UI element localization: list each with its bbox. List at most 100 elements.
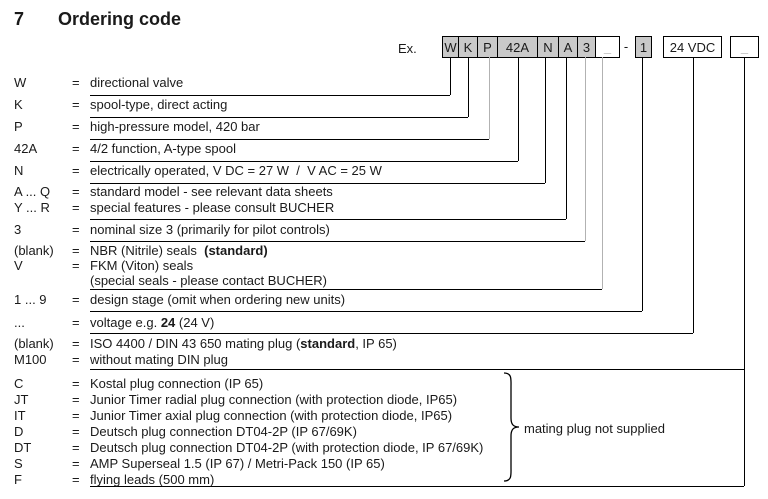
code-cell-a: A: [559, 37, 578, 57]
connector-line-voltage: [693, 57, 694, 333]
code-cell-k: K: [459, 37, 478, 57]
code-row-seal-nbr: (blank)=NBR (Nitrile) seals (standard): [14, 243, 268, 258]
row-desc: Junior Timer axial plug connection (with…: [90, 408, 453, 423]
row-label: M100: [14, 352, 47, 367]
row-label: (blank): [14, 243, 54, 258]
code-cell-p: P: [478, 37, 498, 57]
code-row-w: W = directional valve: [14, 75, 758, 90]
example-label: Ex.: [398, 41, 417, 56]
row-label: 42A: [14, 141, 38, 156]
equals-sign: =: [72, 258, 80, 273]
section-number: 7: [14, 9, 25, 29]
equals-sign: =: [72, 456, 80, 471]
row-desc: electrically operated, V DC = 27 W / V A…: [90, 163, 382, 178]
row-desc: standard model - see relevant data sheet…: [90, 184, 333, 199]
code-row-seal-fkm: V=FKM (Viton) seals: [14, 258, 758, 273]
ordering-code-group: W K P 42A N A 3 _: [442, 36, 620, 58]
code-row-jt: JT = Junior Timer radial plug connection (…: [14, 392, 758, 407]
row-label: W: [14, 75, 27, 90]
row-underline-w: [90, 95, 450, 96]
row-desc: voltage e.g.: [90, 315, 161, 330]
row-label: C: [14, 376, 24, 391]
row-label: F: [14, 472, 22, 487]
code-row-42a: 42A=4/2 function, A-type spool: [14, 141, 758, 156]
row-desc: NBR (Nitrile) seals: [90, 243, 205, 258]
equals-sign: =: [72, 392, 80, 407]
code-row-c: C=Kostal plug connection (IP 65): [14, 376, 758, 391]
connector-line-n: [545, 57, 546, 183]
equals-sign: =: [72, 336, 80, 351]
code-row-seal-note: (special seals - please contact BUCHER): [14, 273, 758, 288]
code-box-plug-blank: _: [730, 36, 759, 58]
row-desc: 4/2 function, A-type spool: [90, 141, 236, 156]
code-dash: -: [623, 39, 629, 54]
connector-line-seal: [602, 57, 603, 289]
row-label: 3: [14, 222, 22, 237]
row-underline-m100: [90, 369, 744, 370]
code-row-s: S=AMP Superseal 1.5 (IP 67) / Metri-Pack…: [14, 456, 758, 471]
row-label: ...: [14, 315, 25, 330]
row-underline-p: [90, 139, 489, 140]
row-desc: high-pressure model, 420 bar: [90, 119, 260, 134]
code-cell-42a: 42A: [498, 37, 538, 57]
equals-sign: =: [72, 243, 80, 258]
connector-line-3: [585, 57, 586, 241]
row-underline-design-stage: [90, 311, 642, 312]
row-label: DT: [14, 440, 32, 455]
connector-line-p: [489, 57, 490, 139]
equals-sign: =: [72, 200, 80, 215]
code-row-it: IT = Junior Timer axial plug connection (w…: [14, 408, 758, 423]
connector-line-w: [450, 57, 451, 95]
row-desc: directional valve: [90, 75, 184, 90]
row-desc: Deutsch plug connection DT04-2P (with pr…: [90, 440, 484, 455]
row-desc: nominal size 3 (primarily for pilot cont…: [90, 222, 330, 237]
page-title: Ordering code: [58, 9, 182, 29]
code-row-f: F=flying leads (500 mm): [14, 472, 758, 487]
row-label: N: [14, 163, 24, 178]
row-desc: ISO 4400 / DIN 43 650 mating plug (: [90, 336, 301, 351]
connector-line-design-stage: [642, 57, 643, 311]
row-underline-n: [90, 183, 545, 184]
row-desc: without mating DIN plug: [90, 352, 229, 367]
equals-sign: =: [72, 472, 80, 487]
code-cell-w: W: [443, 37, 459, 57]
equals-sign: =: [72, 440, 80, 455]
row-label: Y ... R: [14, 200, 50, 215]
row-underline-42a: [90, 161, 518, 162]
connector-line-k: [468, 57, 469, 117]
equals-sign: =: [72, 408, 80, 423]
code-box-voltage: 24 VDC: [663, 36, 722, 58]
equals-sign: =: [72, 184, 80, 199]
code-row-aq: A ... Q = standard model - see relevant da…: [14, 184, 758, 199]
row-label: A ... Q: [14, 184, 51, 199]
equals-sign: =: [72, 163, 80, 178]
row-label: IT: [14, 408, 26, 423]
equals-sign: =: [72, 75, 80, 90]
row-desc: Kostal plug connection (IP 65): [90, 376, 264, 391]
row-desc: AMP Superseal 1.5 (IP 67) / Metri-Pack 1…: [90, 456, 385, 471]
row-desc: spool-type, direct acting: [90, 97, 228, 112]
code-box-design-stage: 1: [635, 36, 652, 58]
code-row-d: D=Deutsch plug connection DT04-2P (IP 67…: [14, 424, 758, 439]
row-label: P: [14, 119, 23, 134]
equals-sign: =: [72, 97, 80, 112]
row-label: (blank): [14, 336, 54, 351]
code-row-design-stage: 1 ... 9=design stage (omit when ordering…: [14, 292, 758, 307]
code-cell-n: N: [538, 37, 559, 57]
equals-sign: =: [72, 292, 80, 307]
row-label: D: [14, 424, 24, 439]
code-row-plug-standard: (blank) = ISO 4400 / DIN 43 650 mating plu…: [14, 336, 397, 351]
equals-sign: =: [72, 119, 80, 134]
brace: [503, 372, 520, 482]
row-underline-voltage: [90, 333, 693, 334]
row-underline-k: [90, 117, 468, 118]
brace-label: mating plug not supplied: [524, 421, 665, 436]
row-underline-seal: [90, 289, 602, 290]
row-desc: Deutsch plug connection DT04-2P (IP 67/6…: [90, 424, 357, 439]
row-label: K: [14, 97, 23, 112]
row-desc: Junior Timer radial plug connection (wit…: [90, 392, 458, 407]
code-row-voltage: ...=voltage e.g. 24 (24 V): [14, 315, 215, 330]
row-label: JT: [14, 392, 29, 407]
code-row-k: K = spool-type, direct acting: [14, 97, 758, 112]
